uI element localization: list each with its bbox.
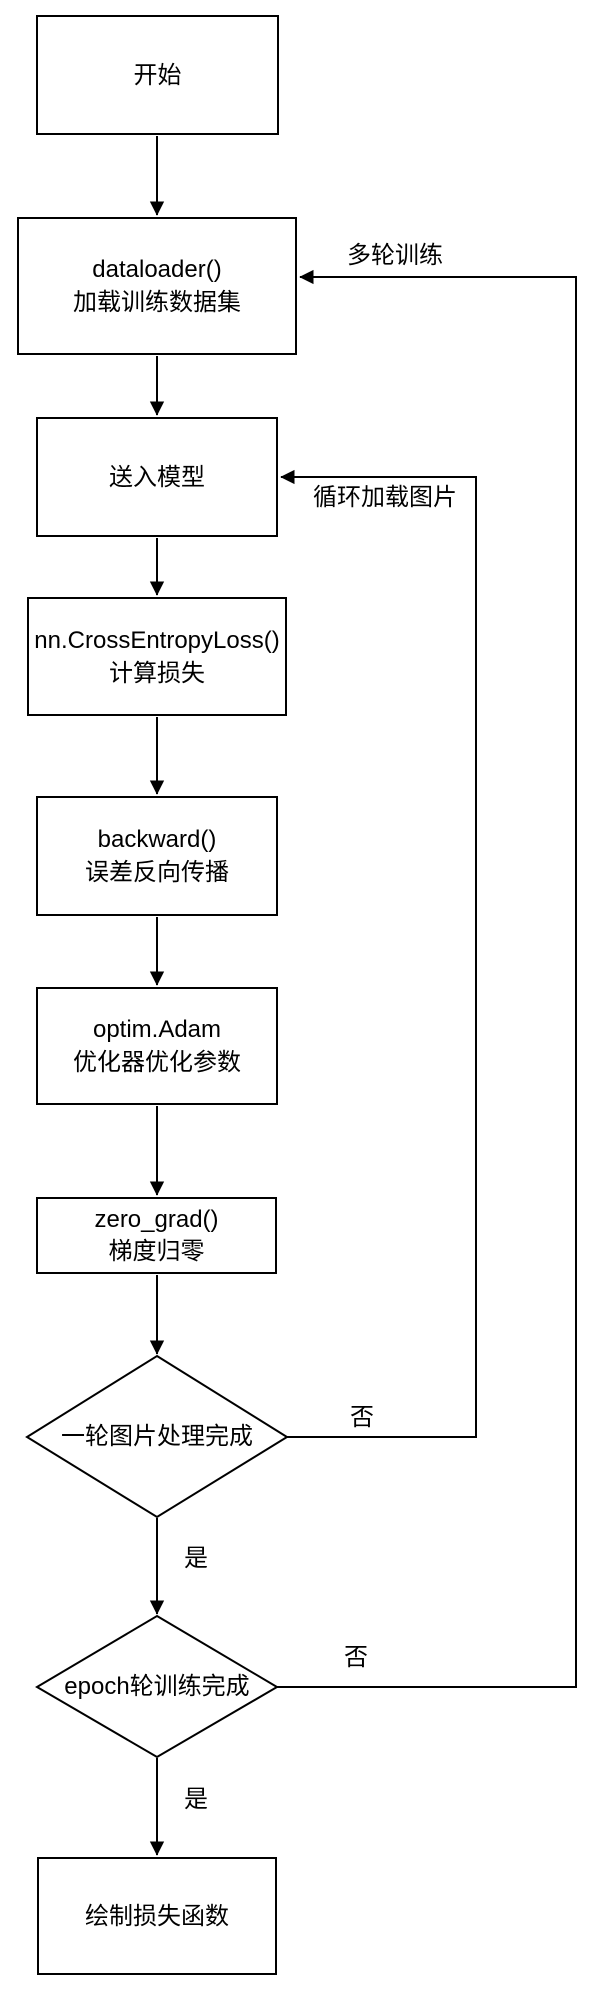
node-dataloader-line1: dataloader() — [92, 256, 222, 283]
node-loss-line1: nn.CrossEntropyLoss() — [34, 626, 280, 654]
node-zero-grad: zero_grad() 梯度归零 — [36, 1197, 277, 1274]
edge-label-batch-no: 否 — [350, 1404, 374, 1431]
node-optimizer-line1: optim.Adam — [92, 1016, 222, 1043]
edge-label-multi-epoch: 多轮训练 — [347, 242, 443, 269]
node-optimizer-line2: 优化器优化参数 — [73, 1049, 241, 1076]
node-start: 开始 — [36, 15, 279, 135]
node-dataloader-line2: 加载训练数据集 — [73, 289, 241, 316]
node-zero-grad-line2: 梯度归零 — [108, 1237, 205, 1265]
edge-label-loop-images: 循环加载图片 — [313, 484, 457, 511]
node-zero-grad-line1: zero_grad() — [94, 1205, 219, 1233]
node-loss: nn.CrossEntropyLoss() 计算损失 — [27, 597, 287, 716]
node-model: 送入模型 — [36, 417, 278, 537]
node-backward-line1: backward() — [97, 826, 217, 853]
edge-label-epoch-yes: 是 — [184, 1786, 208, 1813]
node-backward: backward() 误差反向传播 — [36, 796, 278, 916]
node-start-label: 开始 — [133, 61, 182, 89]
decision-batch-done-shape — [25, 1354, 289, 1519]
edge-batch-no-loop — [280, 469, 477, 1438]
edge-label-batch-yes: 是 — [184, 1545, 208, 1572]
node-plot-loss: 绘制损失函数 — [37, 1857, 277, 1975]
node-plot-loss-label: 绘制损失函数 — [85, 1902, 229, 1930]
node-model-label: 送入模型 — [109, 463, 205, 491]
node-backward-line2: 误差反向传播 — [85, 859, 229, 886]
node-optimizer: optim.Adam 优化器优化参数 — [36, 987, 278, 1105]
decision-epoch-done-shape — [35, 1614, 279, 1759]
decision-batch-done-label: 一轮图片处理完成 — [61, 1423, 253, 1450]
node-loss-line2: 计算损失 — [109, 659, 205, 687]
node-dataloader: dataloader() 加载训练数据集 — [17, 217, 297, 355]
decision-epoch-done-label: epoch轮训练完成 — [64, 1673, 250, 1700]
edge-epoch-no-loop — [277, 269, 577, 1688]
edge-label-epoch-no: 否 — [344, 1644, 368, 1671]
